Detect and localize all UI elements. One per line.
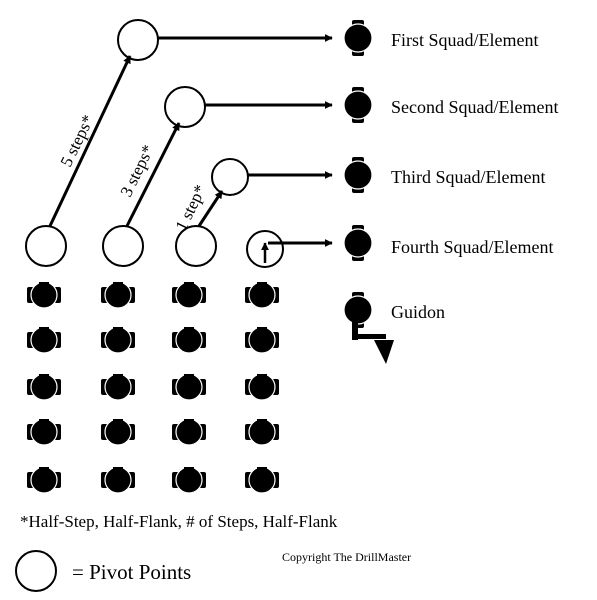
cadet-icon [343,19,373,57]
pivot-point-icon [164,86,206,128]
first-element-label: First Squad/Element [391,30,539,50]
pivot-point-icon [25,225,67,267]
cadet-icon [343,86,373,124]
cadet-icon [100,373,136,401]
cadet-icon [100,326,136,354]
formation-row [26,326,280,354]
pivot-point-icon [175,225,217,267]
third-element-label: Third Squad/Element [391,167,545,187]
formation-block [26,281,280,494]
pivot-point-icon [211,158,249,196]
guidon-staff [352,318,358,340]
cadet-icon [26,466,62,494]
cadet-icon [171,418,207,446]
cadet-icon [171,373,207,401]
pivot-point-icon [117,19,159,61]
guidon-flag-icon [374,340,394,364]
cadet-icon [244,466,280,494]
cadet-icon [100,466,136,494]
cadet-icon [26,373,62,401]
squad-column [343,19,394,364]
cadet-icon [26,418,62,446]
cadet-icon [343,156,373,194]
cadet-icon [100,418,136,446]
step-label-second: 3 steps* [117,142,158,200]
guidon-staff [352,334,386,339]
cadet-icon [171,281,207,309]
step-label-third: 1 step* [172,182,210,234]
copyright-text: Copyright The DrillMaster [282,550,411,564]
move-arrow-third [197,190,224,227]
legend-text: = Pivot Points [72,560,191,584]
formation-row [26,418,280,446]
formation-row [26,373,280,401]
cadet-icon [171,326,207,354]
formation-row [26,466,280,494]
move-arrow-first [48,55,132,227]
cadet-icon [343,224,373,262]
pivot-point-icon [102,225,144,267]
cadet-icon [244,418,280,446]
fourth-element-label: Fourth Squad/Element [391,237,553,257]
cadet-icon [244,373,280,401]
cadet-icon [171,466,207,494]
move-arrow-second [125,122,181,227]
legend-pivot-point-icon [15,550,57,592]
footnote-text: *Half-Step, Half-Flank, # of Steps, Half… [20,512,338,531]
guidon-label: Guidon [391,302,445,322]
cadet-icon [26,326,62,354]
cadet-icon [100,281,136,309]
cadet-icon [244,281,280,309]
second-element-label: Second Squad/Element [391,97,558,117]
cadet-icon [244,326,280,354]
formation-row [26,281,280,309]
cadet-icon [26,281,62,309]
